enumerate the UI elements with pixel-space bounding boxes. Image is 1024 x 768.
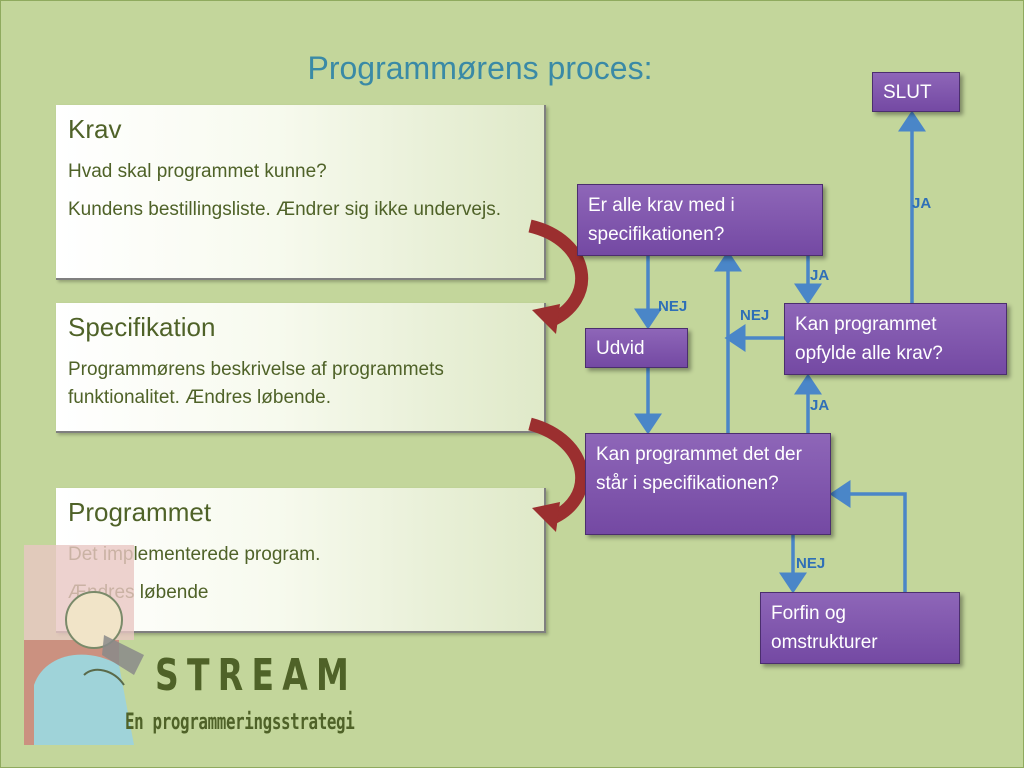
logo-illustration-icon [24, 545, 144, 745]
label-ja-krav: JA [810, 267, 830, 284]
logo-subtitle: En programmeringsstrategi [125, 710, 355, 735]
flow-box-udvid: Udvid [585, 328, 688, 368]
curved-arrow-krav-to-spec [528, 219, 589, 334]
flow-box-kan-det: Kan programmet det der står i specifikat… [585, 433, 831, 535]
panel-heading: Programmet [68, 497, 212, 527]
flow-box-slut: SLUT [872, 72, 960, 112]
panel-programmet: Programmet Det implementerede program. Æ… [56, 488, 546, 633]
panel-krav: Krav Hvad skal programmet kunne? Kundens… [56, 105, 546, 280]
slide-title: Programmørens proces: [307, 50, 653, 86]
panel-specifikation: Specifikation Programmørens beskrivelse … [56, 303, 546, 433]
panel-heading: Krav [68, 114, 122, 144]
flow-box-kan-opfylde: Kan programmet opfylde alle krav? [784, 303, 1007, 375]
logo-word: STREAM [155, 650, 358, 701]
panel-line: Programmørens beskrivelse af programmets… [68, 358, 444, 409]
arrow-forfin-to-kandet [829, 480, 907, 592]
label-nej-forfin: NEJ [796, 555, 826, 572]
flow-box-forfin: Forfin og omstrukturer [760, 592, 960, 664]
panel-line: Hvad skal programmet kunne? [68, 160, 327, 182]
label-ja-slut: JA [912, 195, 932, 212]
panel-line: Kundens bestillingsliste. Ændrer sig ikk… [68, 199, 501, 221]
panel-heading: Specifikation [68, 312, 216, 342]
label-nej-opfylde: NEJ [740, 307, 770, 324]
curved-arrow-spec-to-prog [528, 417, 589, 532]
label-ja-kandet: JA [810, 397, 830, 414]
flow-box-krav-check: Er alle krav med i specifikationen? [577, 184, 823, 256]
label-nej-udvid: NEJ [658, 298, 688, 315]
